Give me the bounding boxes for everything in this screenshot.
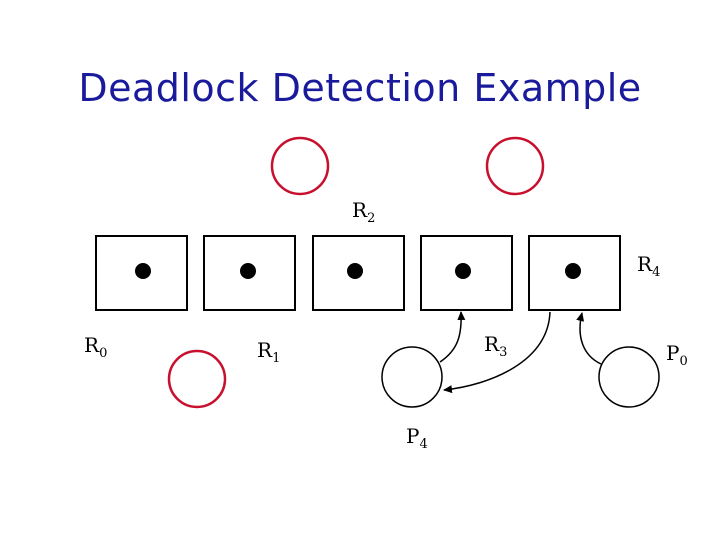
label-r2: R2 bbox=[352, 198, 375, 226]
red-circle-bottom-left bbox=[167, 349, 227, 409]
resource-instance-dot bbox=[455, 263, 471, 279]
red-circle-top-right bbox=[485, 136, 545, 196]
arrow-p0-to-box5 bbox=[576, 312, 602, 365]
arrow-p4-to-box4 bbox=[439, 311, 466, 363]
label-p0: P0 bbox=[666, 341, 688, 369]
resource-instance-dot bbox=[565, 263, 581, 279]
process-circle-p0 bbox=[598, 346, 660, 408]
resource-box-2 bbox=[203, 235, 296, 311]
resource-instance-dot bbox=[347, 263, 363, 279]
label-r4: R4 bbox=[637, 252, 660, 280]
slide-title: Deadlock Detection Example bbox=[78, 66, 642, 110]
label-r0: R0 bbox=[84, 333, 107, 361]
process-circle-p4 bbox=[381, 346, 443, 408]
label-r3: R3 bbox=[484, 332, 507, 360]
resource-box-3 bbox=[312, 235, 405, 311]
red-circle-top-left bbox=[270, 136, 330, 196]
label-p4: P4 bbox=[406, 424, 428, 452]
resource-box-5 bbox=[528, 235, 621, 311]
resource-instance-dot bbox=[135, 263, 151, 279]
arrow-box5-to-p4 bbox=[443, 311, 551, 394]
resource-instance-dot bbox=[240, 263, 256, 279]
resource-box-1 bbox=[95, 235, 188, 311]
label-r1: R1 bbox=[257, 338, 280, 366]
resource-box-4 bbox=[420, 235, 513, 311]
